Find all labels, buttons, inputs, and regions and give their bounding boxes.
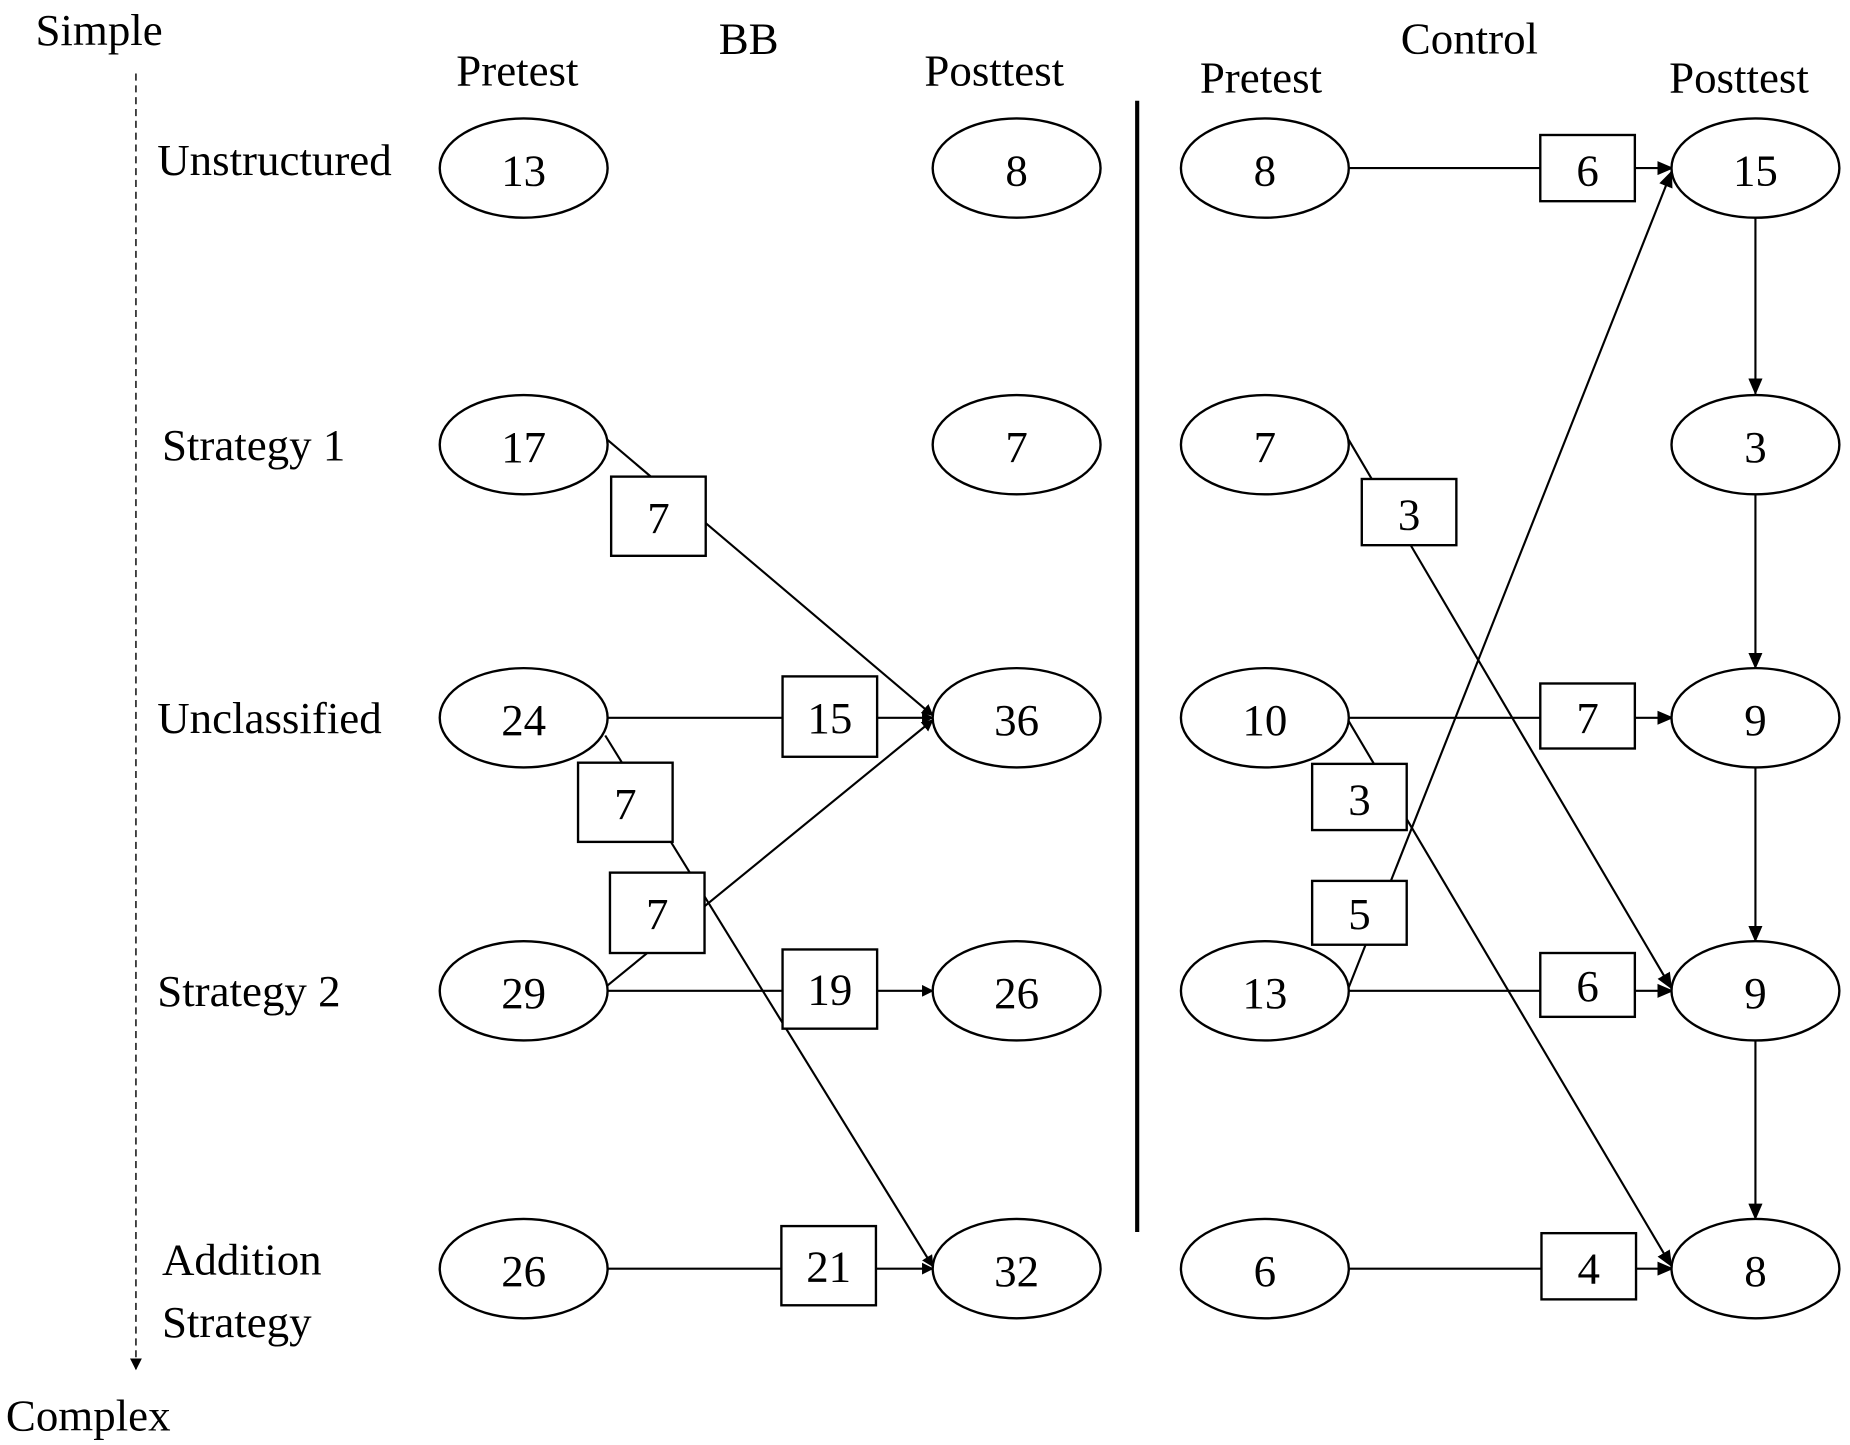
row-label-unstructured: Unstructured [157, 135, 391, 185]
bb-pretest-strategy1-node: 17 [438, 393, 609, 496]
control-pretest-strategy1-node: 7 [1179, 393, 1350, 496]
count-value: 15 [807, 693, 852, 743]
control-count-box: 6 [1539, 133, 1637, 203]
node-value: 3 [1744, 422, 1766, 472]
group-control-label: Control [1401, 13, 1538, 63]
bb-posttest-header: Posttest [924, 45, 1064, 95]
bb-pretest-header: Pretest [456, 45, 579, 95]
count-value: 5 [1348, 889, 1370, 939]
control-pretest-addition-node: 6 [1179, 1217, 1350, 1320]
control-count-box: 7 [1539, 682, 1637, 750]
row-label-addition: Addition [162, 1235, 322, 1285]
node-value: 8 [1005, 145, 1027, 195]
row-label-strategy-2: Strategy 2 [157, 966, 340, 1016]
control-pretest-strategy2-node: 13 [1179, 940, 1350, 1042]
control-count-box: 3 [1310, 762, 1408, 832]
node-value: 32 [994, 1246, 1039, 1296]
node-value: 24 [501, 695, 546, 745]
bb-posttest-strategy2-node: 26 [931, 940, 1102, 1042]
control-edge [1347, 170, 1673, 988]
node-value: 29 [501, 968, 546, 1018]
bb-count-box: 7 [609, 475, 707, 558]
node-value: 36 [994, 695, 1039, 745]
count-value: 19 [807, 965, 852, 1015]
bb-pretest-addition-node: 26 [438, 1217, 609, 1320]
bb-pretest-unstructured-node: 13 [438, 117, 609, 219]
axis-complex-label: Complex [6, 1391, 171, 1441]
control-posttest-header: Posttest [1669, 52, 1809, 102]
bb-count-box: 19 [781, 948, 879, 1030]
bb-pretest-strategy2-node: 29 [438, 940, 609, 1042]
group-bb-label: BB [719, 13, 779, 63]
node-value: 26 [994, 968, 1039, 1018]
node-value: 9 [1744, 695, 1766, 745]
control-count-box: 3 [1360, 477, 1458, 547]
count-value: 6 [1576, 145, 1598, 195]
control-pretest-unclassified-node: 10 [1179, 666, 1350, 769]
node-value: 17 [501, 422, 546, 472]
count-value: 7 [647, 493, 669, 543]
bb-count-box: 21 [780, 1224, 878, 1307]
bb-posttest-strategy1-node: 7 [931, 393, 1102, 496]
bb-posttest-unclassified-node: 36 [931, 666, 1102, 769]
node-value: 26 [501, 1246, 546, 1296]
node-value: 13 [501, 145, 546, 195]
node-value: 7 [1005, 422, 1027, 472]
node-value: 9 [1744, 968, 1766, 1018]
control-posttest-unclassified-node: 9 [1670, 666, 1841, 769]
row-label-strategy-1: Strategy 1 [162, 420, 345, 470]
count-value: 3 [1398, 489, 1420, 539]
bb-count-box: 7 [608, 871, 706, 955]
bb-count-box: 15 [781, 675, 879, 758]
control-pretest-header: Pretest [1200, 52, 1323, 102]
control-posttest-addition-node: 8 [1670, 1217, 1841, 1320]
bb-posttest-addition-node: 32 [931, 1217, 1102, 1320]
control-posttest-strategy2-node: 9 [1670, 940, 1841, 1042]
control-pretest-unstructured-node: 8 [1179, 117, 1350, 219]
node-value: 8 [1744, 1246, 1766, 1296]
control-posttest-strategy1-node: 3 [1670, 393, 1841, 496]
node-value: 10 [1242, 695, 1287, 745]
control-count-box: 4 [1540, 1231, 1638, 1301]
count-value: 7 [646, 889, 668, 939]
control-count-box: 5 [1310, 879, 1408, 946]
count-value: 7 [1576, 693, 1598, 743]
count-value: 7 [614, 779, 636, 829]
count-value: 3 [1348, 774, 1370, 824]
node-value: 15 [1733, 145, 1778, 195]
count-value: 4 [1578, 1244, 1600, 1294]
row-label-unclassified: Unclassified [157, 693, 381, 743]
node-value: 13 [1242, 968, 1287, 1018]
control-count-box: 6 [1539, 951, 1637, 1019]
bb-pretest-unclassified-node: 24 [438, 666, 609, 769]
axis-simple-label: Simple [35, 5, 162, 55]
node-value: 8 [1254, 145, 1276, 195]
bb-count-box: 7 [576, 761, 674, 844]
row-label-strategy: Strategy [162, 1297, 312, 1347]
control-posttest-unstructured-node: 15 [1670, 117, 1841, 219]
count-value: 6 [1576, 961, 1598, 1011]
count-value: 21 [806, 1241, 851, 1291]
bb-posttest-unstructured-node: 8 [931, 117, 1102, 219]
node-value: 6 [1254, 1246, 1276, 1296]
node-value: 7 [1254, 422, 1276, 472]
